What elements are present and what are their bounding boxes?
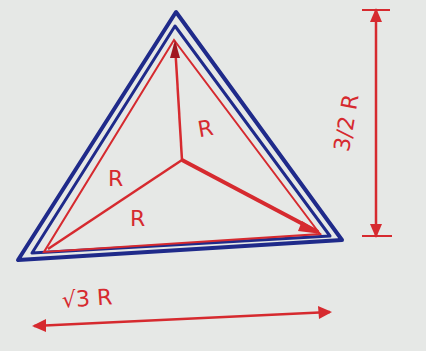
radius-line [182, 160, 318, 232]
arrow-head [318, 306, 332, 319]
dimension-line [375, 10, 378, 236]
arrow-head [370, 224, 382, 238]
arrow-head [170, 40, 180, 58]
outer-triangle [18, 12, 342, 260]
dimension-label: √3 R [61, 286, 113, 311]
radius-line [48, 160, 182, 249]
dimension-line [34, 312, 330, 326]
inner-triangle [32, 26, 330, 253]
red-triangle [44, 40, 320, 252]
radius-line [175, 44, 182, 160]
radius-label: R [130, 208, 145, 230]
arrow-head [370, 8, 382, 22]
radius-label: R [196, 117, 215, 141]
arrow-head [32, 319, 46, 332]
dimension-label: 3/2 R [331, 93, 363, 154]
radius-label: R [108, 168, 123, 190]
arrow-head [298, 221, 322, 234]
